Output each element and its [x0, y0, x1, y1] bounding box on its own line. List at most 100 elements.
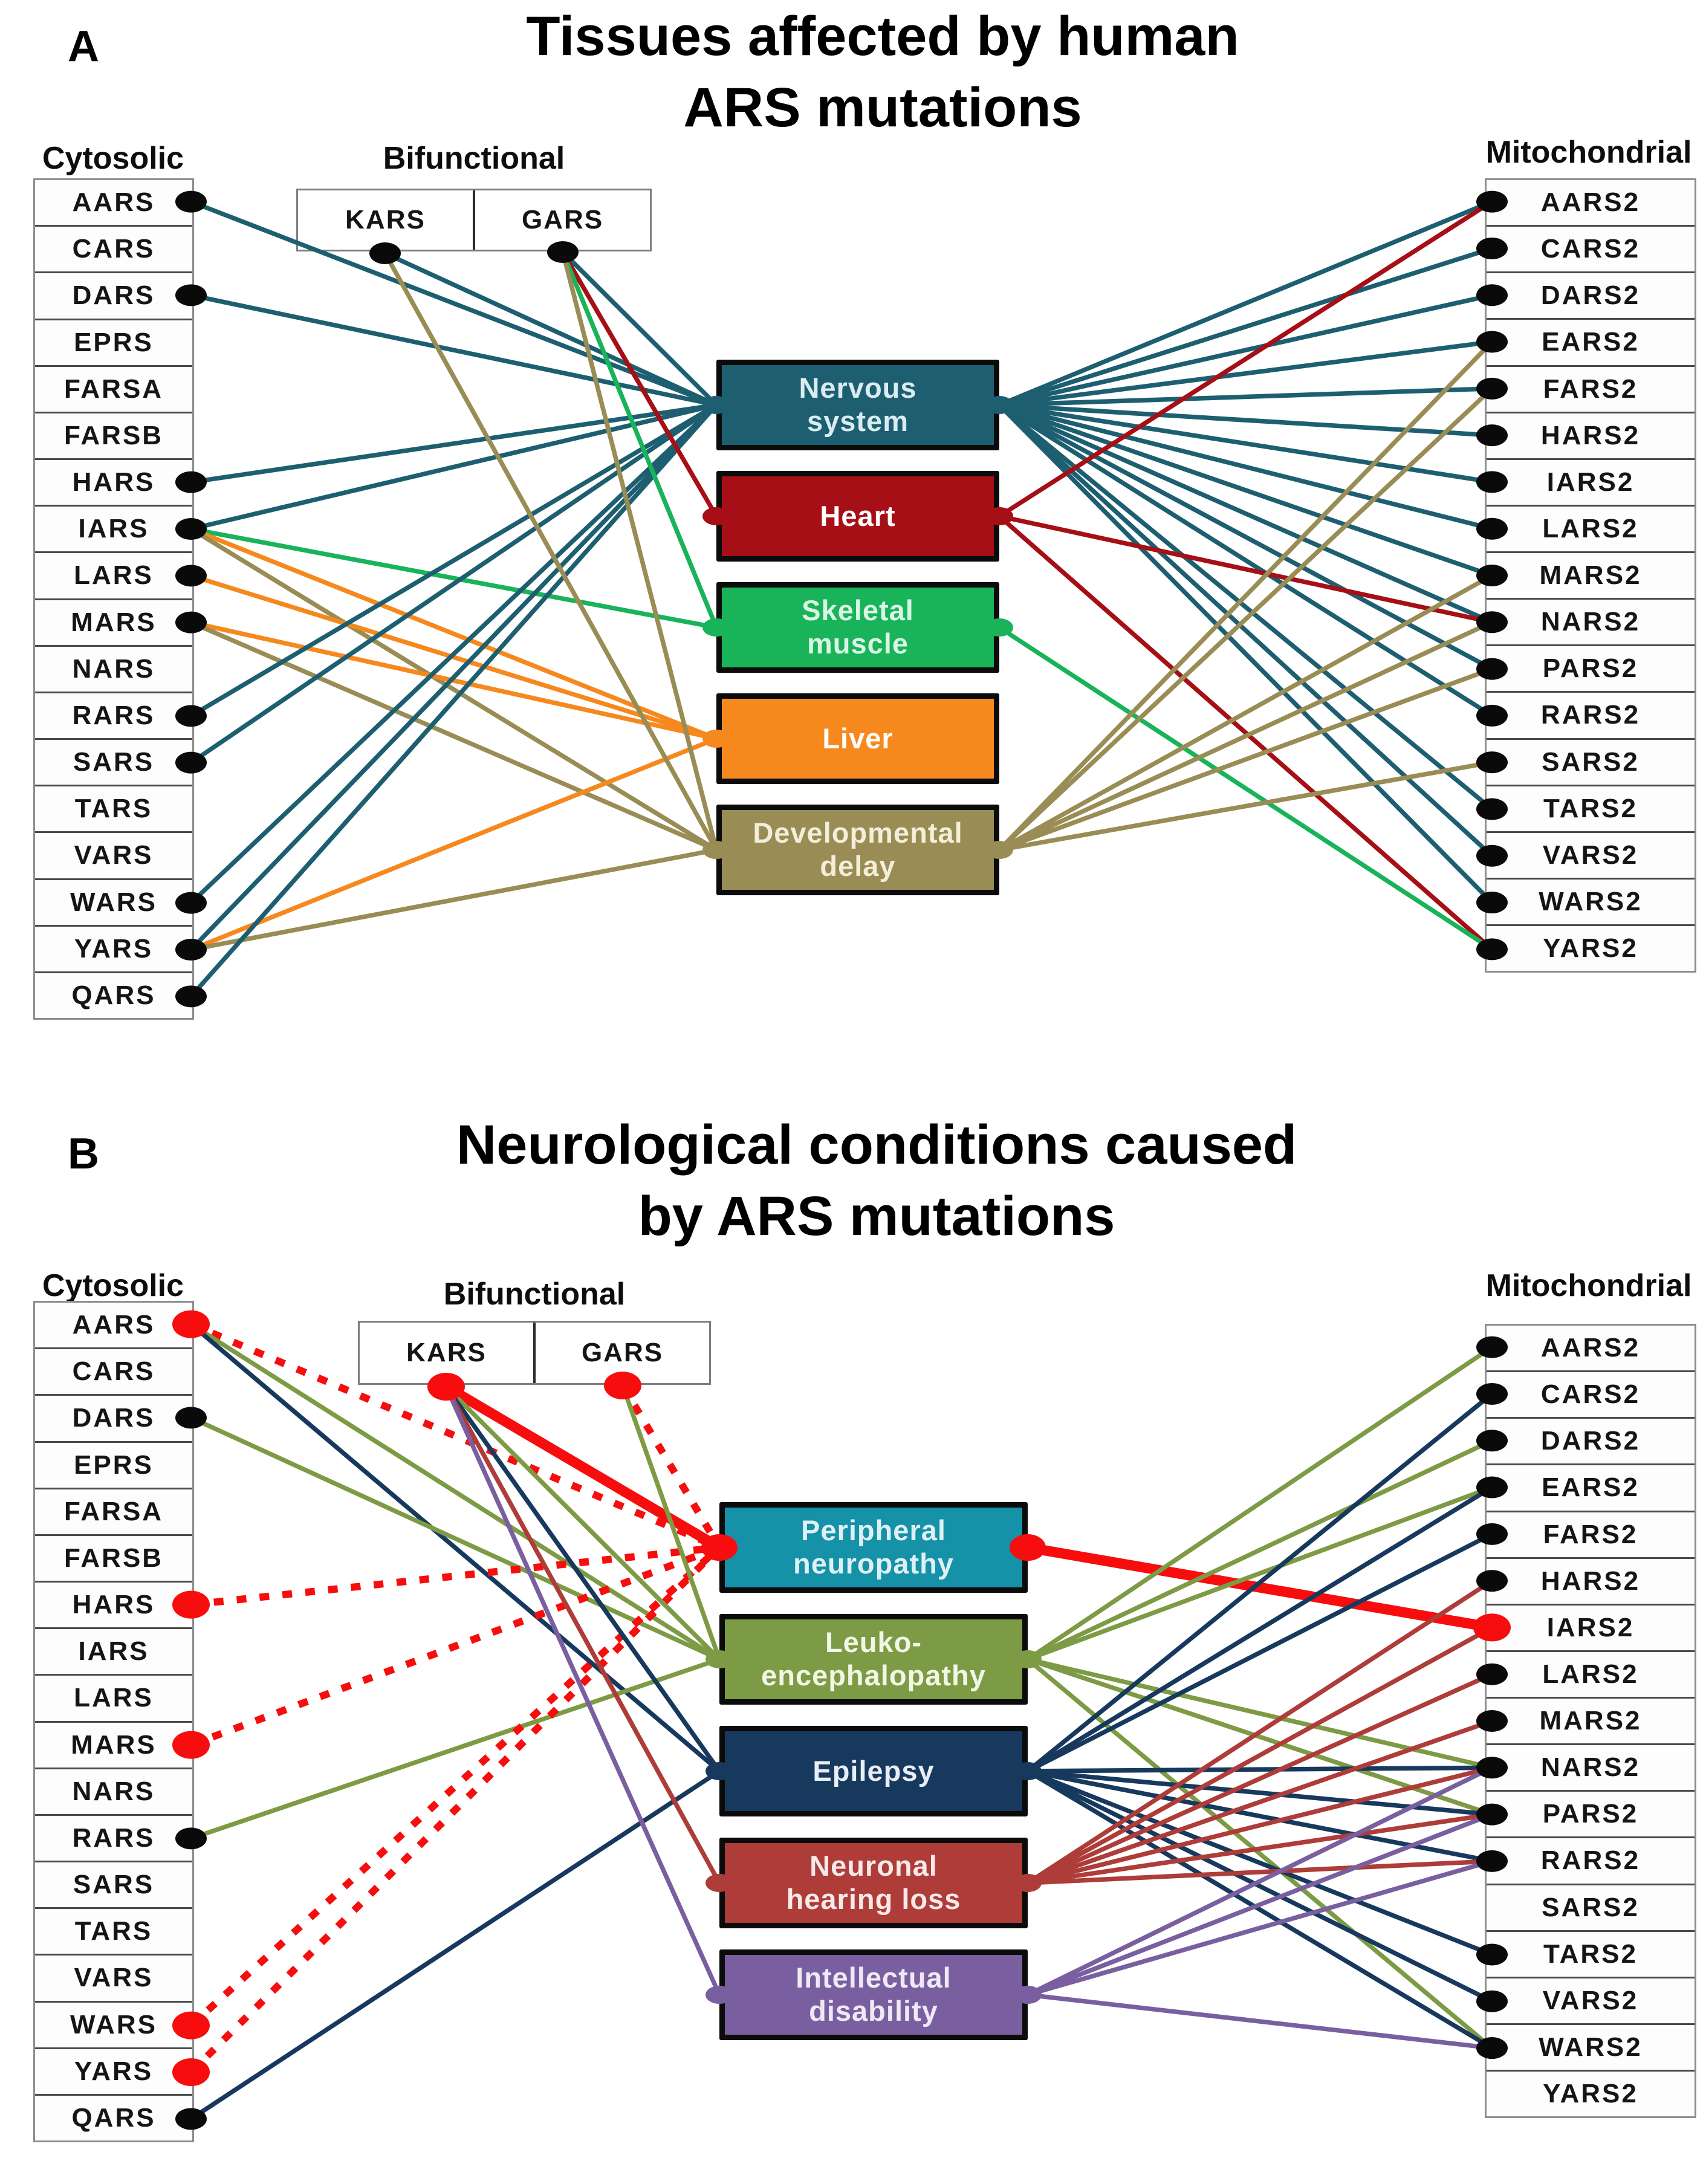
gene-cell-HARS: HARS	[35, 1583, 192, 1630]
gene-cell-PARS2: PARS2	[1487, 1792, 1695, 1839]
edge-epilepsy-VARS2	[1027, 1769, 1493, 2004]
edge-leuko-NARS2	[1027, 1657, 1493, 1770]
edge-devdelay-PARS2	[998, 667, 1493, 852]
gene-cell-HARS2: HARS2	[1487, 1559, 1695, 1606]
gene-cell-AARS2: AARS2	[1487, 180, 1695, 227]
gene-cell-TARS2: TARS2	[1487, 1932, 1695, 1978]
edge-devdelay-MARS2	[998, 573, 1493, 852]
box-label-devdelay: Developmental delay	[753, 817, 963, 882]
cytosolic-header-a: Cytosolic	[42, 141, 184, 176]
edge-KARS-pn	[443, 1382, 722, 1552]
edge-id-NARS2	[1027, 1765, 1493, 1997]
gene-cell-DARS: DARS	[35, 1396, 192, 1443]
gene-cell-HARS: HARS	[35, 460, 192, 507]
edge-GARS-leuko	[620, 1384, 722, 1661]
edge-epilepsy-NARS2	[1027, 1765, 1493, 1774]
box-label-liver: Liver	[822, 722, 894, 754]
edge-leuko-PARS2	[1027, 1657, 1493, 1817]
gene-cell-LARS: LARS	[35, 553, 192, 600]
edge-epilepsy-CARS2	[1026, 1392, 1494, 1773]
bifunctional-header-a: Bifunctional	[383, 141, 565, 176]
box-label-id: Intellectual disability	[796, 1962, 952, 2027]
box-label-epilepsy: Epilepsy	[812, 1754, 935, 1787]
edge-hearing-IARS2	[1027, 1625, 1493, 1885]
edge-devdelay-SARS2	[999, 760, 1493, 852]
panel-b-label: B	[68, 1130, 99, 1178]
box-label-hearing: Neuronal hearing loss	[786, 1850, 961, 1915]
panel-b-title-line1: Neurological conditions caused	[456, 1114, 1297, 1176]
mitochondrial-header-b: Mitochondrial	[1485, 1268, 1692, 1303]
gene-cell-NARS2: NARS2	[1487, 1745, 1695, 1792]
edge-devdelay-FARS2	[997, 387, 1494, 852]
box-leuko: Leuko- encephalopathy	[719, 1614, 1028, 1705]
gene-cell-TARS: TARS	[35, 1909, 192, 1956]
gene-cell-HARS2: HARS2	[1487, 413, 1695, 460]
edge-nervous-AARS2	[998, 199, 1493, 407]
cytosolic-header-b: Cytosolic	[42, 1268, 184, 1303]
box-nervous: Nervous system	[716, 360, 999, 450]
gene-cell-AARS: AARS	[35, 1303, 192, 1350]
edge-hearing-HARS2	[1026, 1578, 1494, 1885]
panel-a-title-line1: Tissues affected by human	[526, 5, 1239, 67]
gene-cell-VARS2: VARS2	[1487, 1978, 1695, 2025]
box-id: Intellectual disability	[719, 1949, 1028, 2040]
edge-id-PARS2	[1027, 1812, 1493, 1997]
gene-cell-LARS2: LARS2	[1487, 1652, 1695, 1699]
box-hearing: Neuronal hearing loss	[719, 1838, 1028, 1928]
edge-hearing-MARS2	[1027, 1719, 1493, 1885]
edge-id-WARS2	[1027, 1992, 1493, 2050]
gene-cell-AARS: AARS	[35, 180, 192, 227]
gene-cell-NARS: NARS	[35, 647, 192, 693]
panel-b-title-line2: by ARS mutations	[638, 1185, 1115, 1247]
edge-GARS-pn	[619, 1383, 723, 1550]
gene-cell-CARS: CARS	[35, 1349, 192, 1396]
gene-cell-SARS: SARS	[35, 740, 192, 787]
gene-cell-SARS2: SARS2	[1487, 740, 1695, 786]
bifunctional-header-b: Bifunctional	[443, 1277, 626, 1312]
gene-cell-AARS2: AARS2	[1487, 1326, 1695, 1373]
edge-leuko-EARS2	[1027, 1485, 1493, 1662]
gene-cell-FARSB: FARSB	[35, 1536, 192, 1583]
gene-cell-YARS: YARS	[35, 2049, 192, 2096]
gene-cell-TARS2: TARS2	[1487, 786, 1695, 833]
edge-DARS-nervous	[190, 293, 717, 407]
gene-cell-SARS2: SARS2	[1487, 1885, 1695, 1932]
gene-cell-DARS2: DARS2	[1487, 273, 1695, 320]
gene-cell-YARS2: YARS2	[1543, 933, 1638, 964]
gene-cell-IARS2: IARS2	[1487, 1606, 1695, 1652]
edge-YARS-nervous	[189, 403, 718, 951]
edge-leuko-DARS2	[1027, 1438, 1493, 1662]
edge-HARS-pn	[190, 1544, 720, 1609]
edge-GARS-devdelay	[560, 251, 719, 851]
edge-DARS-leuko	[190, 1415, 721, 1662]
gene-cell-FARS2: FARS2	[1487, 367, 1695, 413]
edge-nervous-RARS2	[997, 403, 1494, 718]
edge-RARS-leuko	[190, 1657, 721, 1841]
edge-MARS-devdelay	[190, 620, 718, 852]
gene-cell-SARS: SARS	[35, 1862, 192, 1910]
gene-cell-LARS2: LARS2	[1487, 507, 1695, 553]
edge-nervous-MARS2	[998, 403, 1493, 578]
box-label-pn: Peripheral neuropathy	[793, 1514, 954, 1580]
gene-cell-NARS: NARS	[35, 1769, 192, 1816]
gene-cell-EARS2: EARS2	[1487, 1465, 1695, 1512]
edge-heart-AARS2	[997, 199, 1494, 519]
gene-cell-RARS: RARS	[35, 693, 192, 740]
gene-cell-MARS: MARS	[35, 600, 192, 647]
gene-cell-FARSB: FARSB	[35, 413, 192, 461]
edge-YARS-devdelay	[190, 847, 717, 952]
box-label-skeletal: Skeletal muscle	[802, 594, 914, 659]
edge-IARS-devdelay	[190, 527, 718, 852]
box-label-heart: Heart	[820, 499, 896, 532]
gene-cell-VARS: VARS	[35, 1956, 192, 2003]
edge-SARS-nervous	[189, 403, 718, 765]
gene-cell-RARS: RARS	[35, 1816, 192, 1863]
bifunctional-cell-GARS: GARS	[521, 205, 604, 235]
edge-GARS-heart	[560, 251, 719, 517]
gene-cell-VARS2: VARS2	[1487, 833, 1695, 880]
edge-nervous-DARS2	[999, 293, 1493, 407]
edge-AARS-epilepsy	[189, 1322, 721, 1773]
edge-nervous-NARS2	[998, 403, 1493, 624]
